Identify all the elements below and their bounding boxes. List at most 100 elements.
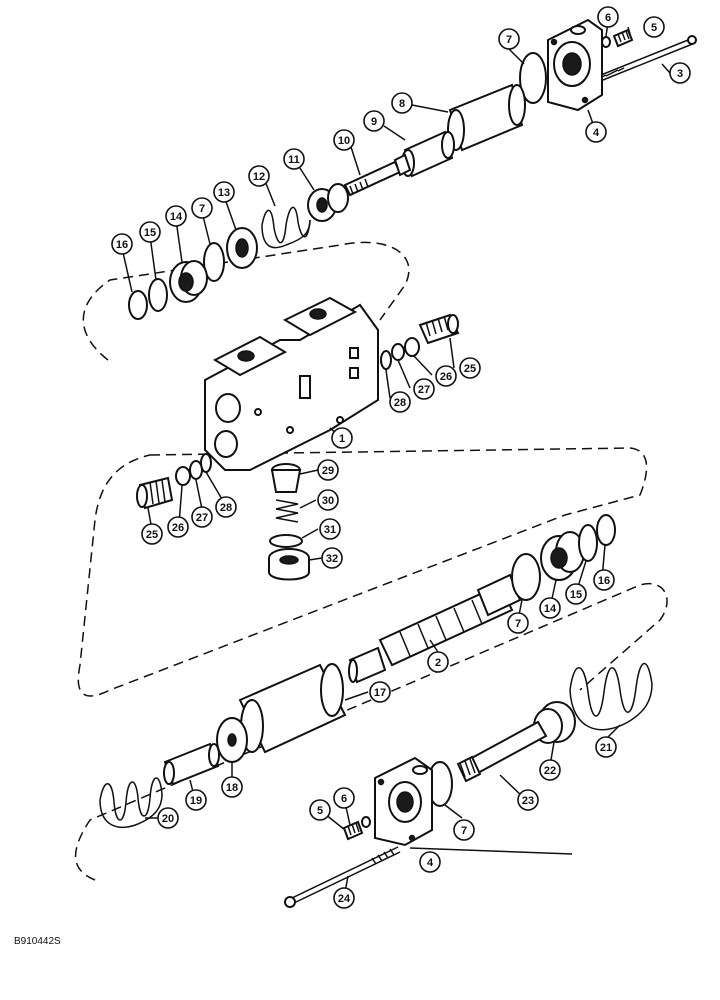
svg-text:25: 25 xyxy=(464,363,476,375)
svg-text:24: 24 xyxy=(338,893,351,905)
svg-text:4: 4 xyxy=(593,127,600,139)
o-ring-26-right xyxy=(404,337,420,357)
callout-28-right: 28 xyxy=(389,391,411,413)
svg-text:11: 11 xyxy=(288,154,300,166)
tie-bolt-top xyxy=(595,35,697,83)
spring-12 xyxy=(261,206,311,249)
callout-15-top: 15 xyxy=(139,221,161,243)
callout-27-left: 27 xyxy=(191,506,213,528)
svg-text:13: 13 xyxy=(218,187,230,199)
end-cap-top xyxy=(547,18,603,112)
callout-3: 3 xyxy=(669,62,691,84)
callout-31: 31 xyxy=(319,518,341,540)
svg-text:23: 23 xyxy=(522,795,534,807)
end-cap-bottom xyxy=(374,756,433,847)
upper-group-outline xyxy=(82,241,410,361)
svg-text:3: 3 xyxy=(677,68,683,80)
callout-20: 20 xyxy=(157,807,179,829)
svg-text:29: 29 xyxy=(322,465,334,477)
svg-text:31: 31 xyxy=(324,524,336,536)
svg-text:27: 27 xyxy=(196,512,208,524)
spring-seat-11 xyxy=(307,183,349,222)
svg-text:7: 7 xyxy=(461,825,467,837)
callout-32: 32 xyxy=(321,547,343,569)
callout-7-bottom: 7 xyxy=(453,819,475,841)
svg-text:26: 26 xyxy=(172,522,184,534)
svg-text:22: 22 xyxy=(544,765,556,777)
callout-8: 8 xyxy=(391,92,413,114)
o-ring-31 xyxy=(269,534,303,548)
o-ring-7-mid xyxy=(511,553,541,601)
spacer-between xyxy=(348,646,387,684)
plug-5-top xyxy=(612,28,634,48)
svg-text:9: 9 xyxy=(371,116,377,128)
o-ring-6-top xyxy=(601,36,611,48)
callout-15-bottom: 15 xyxy=(565,583,587,605)
svg-text:4: 4 xyxy=(427,857,434,869)
callout-5-top: 5 xyxy=(643,16,665,38)
spring-20 xyxy=(99,777,163,828)
callout-10: 10 xyxy=(333,129,355,151)
svg-text:28: 28 xyxy=(220,502,232,514)
svg-text:17: 17 xyxy=(374,687,386,699)
svg-text:30: 30 xyxy=(322,495,334,507)
svg-text:5: 5 xyxy=(317,805,323,817)
svg-text:1: 1 xyxy=(339,433,345,445)
callout-21: 21 xyxy=(595,736,617,758)
plug-32 xyxy=(268,548,310,581)
callout-9: 9 xyxy=(363,110,385,132)
callout-28-left: 28 xyxy=(215,496,237,518)
plug-5-bottom xyxy=(342,820,364,841)
svg-text:14: 14 xyxy=(544,603,557,615)
svg-text:7: 7 xyxy=(199,203,205,215)
svg-text:8: 8 xyxy=(399,98,405,110)
spring-21 xyxy=(569,662,653,731)
callout-11: 11 xyxy=(283,148,305,170)
sleeve-17 xyxy=(238,663,347,754)
callout-1: 1 xyxy=(331,427,353,449)
callout-26-left: 26 xyxy=(167,516,189,538)
washer-13 xyxy=(226,227,258,269)
callout-29: 29 xyxy=(317,459,339,481)
callout-30: 30 xyxy=(317,489,339,511)
svg-text:6: 6 xyxy=(605,12,611,24)
svg-text:16: 16 xyxy=(116,239,128,251)
drawing-reference: B910442S xyxy=(14,936,61,947)
plug-25-right xyxy=(418,313,460,345)
svg-text:10: 10 xyxy=(338,135,350,147)
callout-13: 13 xyxy=(213,181,235,203)
spool-2 xyxy=(378,573,522,667)
svg-text:16: 16 xyxy=(598,575,610,587)
callout-7-mid: 7 xyxy=(507,612,529,634)
svg-text:12: 12 xyxy=(253,171,265,183)
callout-14-bottom: 14 xyxy=(539,597,561,619)
o-ring-7-upper xyxy=(203,242,225,282)
svg-text:5: 5 xyxy=(651,22,657,34)
svg-text:2: 2 xyxy=(435,657,441,669)
callout-25-left: 25 xyxy=(141,523,163,545)
callout-17: 17 xyxy=(369,681,391,703)
callout-23: 23 xyxy=(517,789,539,811)
bolt-10 xyxy=(343,153,412,197)
backup-ring-15-top xyxy=(148,278,168,312)
lower-group-outline xyxy=(74,582,668,881)
callout-16-top: 16 xyxy=(111,233,133,255)
callout-5-bottom: 5 xyxy=(309,799,331,821)
o-ring-26-left xyxy=(175,466,191,486)
callout-26-right: 26 xyxy=(435,365,457,387)
spring-30 xyxy=(275,499,299,523)
callout-25-right: 25 xyxy=(459,357,481,379)
svg-text:26: 26 xyxy=(440,371,452,383)
callout-27-right: 27 xyxy=(413,378,435,400)
svg-text:7: 7 xyxy=(506,34,512,46)
svg-text:27: 27 xyxy=(418,384,430,396)
backup-ring-15-bottom xyxy=(578,524,598,562)
ring-16-top xyxy=(128,290,148,320)
o-ring-7-top xyxy=(519,52,547,104)
callout-14-top: 14 xyxy=(165,205,187,227)
svg-text:14: 14 xyxy=(170,211,183,223)
plug-25-left xyxy=(136,476,174,510)
o-ring-6-bottom xyxy=(361,816,371,828)
svg-text:15: 15 xyxy=(144,227,156,239)
